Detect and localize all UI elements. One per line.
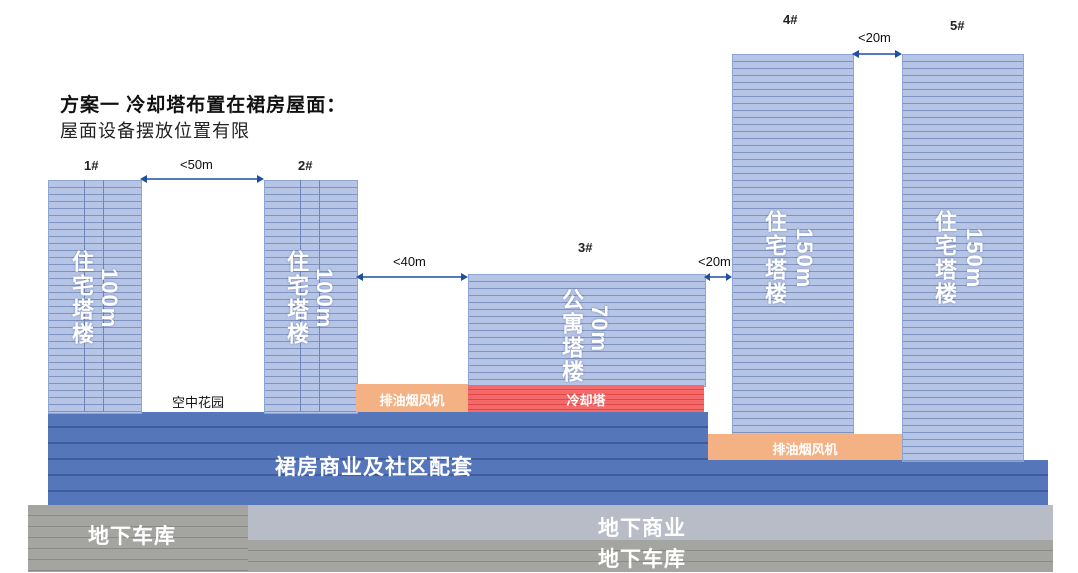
dim-line-4-5 xyxy=(852,50,902,58)
tower-4 xyxy=(732,54,854,436)
tower-4-label: 住宅塔楼 xyxy=(762,210,787,306)
podium-label: 裙房商业及社区配套 xyxy=(275,456,473,479)
tower-4-number: 4# xyxy=(783,12,798,27)
tower-2 xyxy=(264,180,358,414)
tower-2-label: 住宅塔楼 xyxy=(284,250,309,346)
dim-label-2-3: <40m xyxy=(393,254,426,269)
podium-block-right xyxy=(708,460,1048,505)
dim-line-2-3 xyxy=(356,273,468,281)
tower-5-label: 住宅塔楼 xyxy=(932,210,957,306)
tower-2-height: 100m xyxy=(312,268,337,329)
tower-3-height: 70m xyxy=(587,305,612,353)
podium-block xyxy=(48,412,708,505)
dim-label-3-4: <20m xyxy=(698,254,731,269)
dim-label-4-5: <20m xyxy=(858,30,891,45)
exhaust-fan-label-2: 排油烟风机 xyxy=(772,442,838,457)
dim-label-1-2: <50m xyxy=(180,157,213,172)
dim-line-1-2 xyxy=(140,175,264,183)
tower-1-label: 住宅塔楼 xyxy=(69,250,94,346)
tower-1 xyxy=(48,180,142,414)
underground-commercial-label: 地下商业 xyxy=(598,517,686,540)
tower-4-height: 150m xyxy=(792,228,817,289)
tower-5 xyxy=(902,54,1024,462)
diagram-title: 方案一 冷却塔布置在裙房屋面： xyxy=(60,95,347,116)
tower-1-number: 1# xyxy=(84,158,99,173)
garage-left-label: 地下车库 xyxy=(88,525,176,548)
tower-5-number: 5# xyxy=(950,18,965,33)
exhaust-fan-band-2 xyxy=(708,434,902,460)
diagram-subtitle: 屋面设备摆放位置有限 xyxy=(60,121,250,141)
tower-3-number: 3# xyxy=(578,240,593,255)
cooling-tower-band xyxy=(468,385,704,412)
exhaust-fan-label-1: 排油烟风机 xyxy=(379,393,445,408)
tower-3 xyxy=(468,274,706,387)
tower-1-height: 100m xyxy=(97,268,122,329)
basement-commercial xyxy=(248,505,1053,540)
basement-garage-right xyxy=(248,540,1053,572)
tower-5-height: 150m xyxy=(962,228,987,289)
garage-right-label: 地下车库 xyxy=(598,548,686,571)
sky-garden-label: 空中花园 xyxy=(172,395,225,410)
basement-garage-left xyxy=(28,505,248,572)
cooling-tower-label: 冷却塔 xyxy=(566,393,606,408)
tower-2-core xyxy=(300,180,320,412)
tower-3-label: 公寓塔楼 xyxy=(559,288,584,384)
tower-2-number: 2# xyxy=(298,158,313,173)
dim-line-3-4 xyxy=(704,273,732,281)
tower-1-core xyxy=(84,180,104,412)
exhaust-fan-band-1 xyxy=(356,384,468,412)
